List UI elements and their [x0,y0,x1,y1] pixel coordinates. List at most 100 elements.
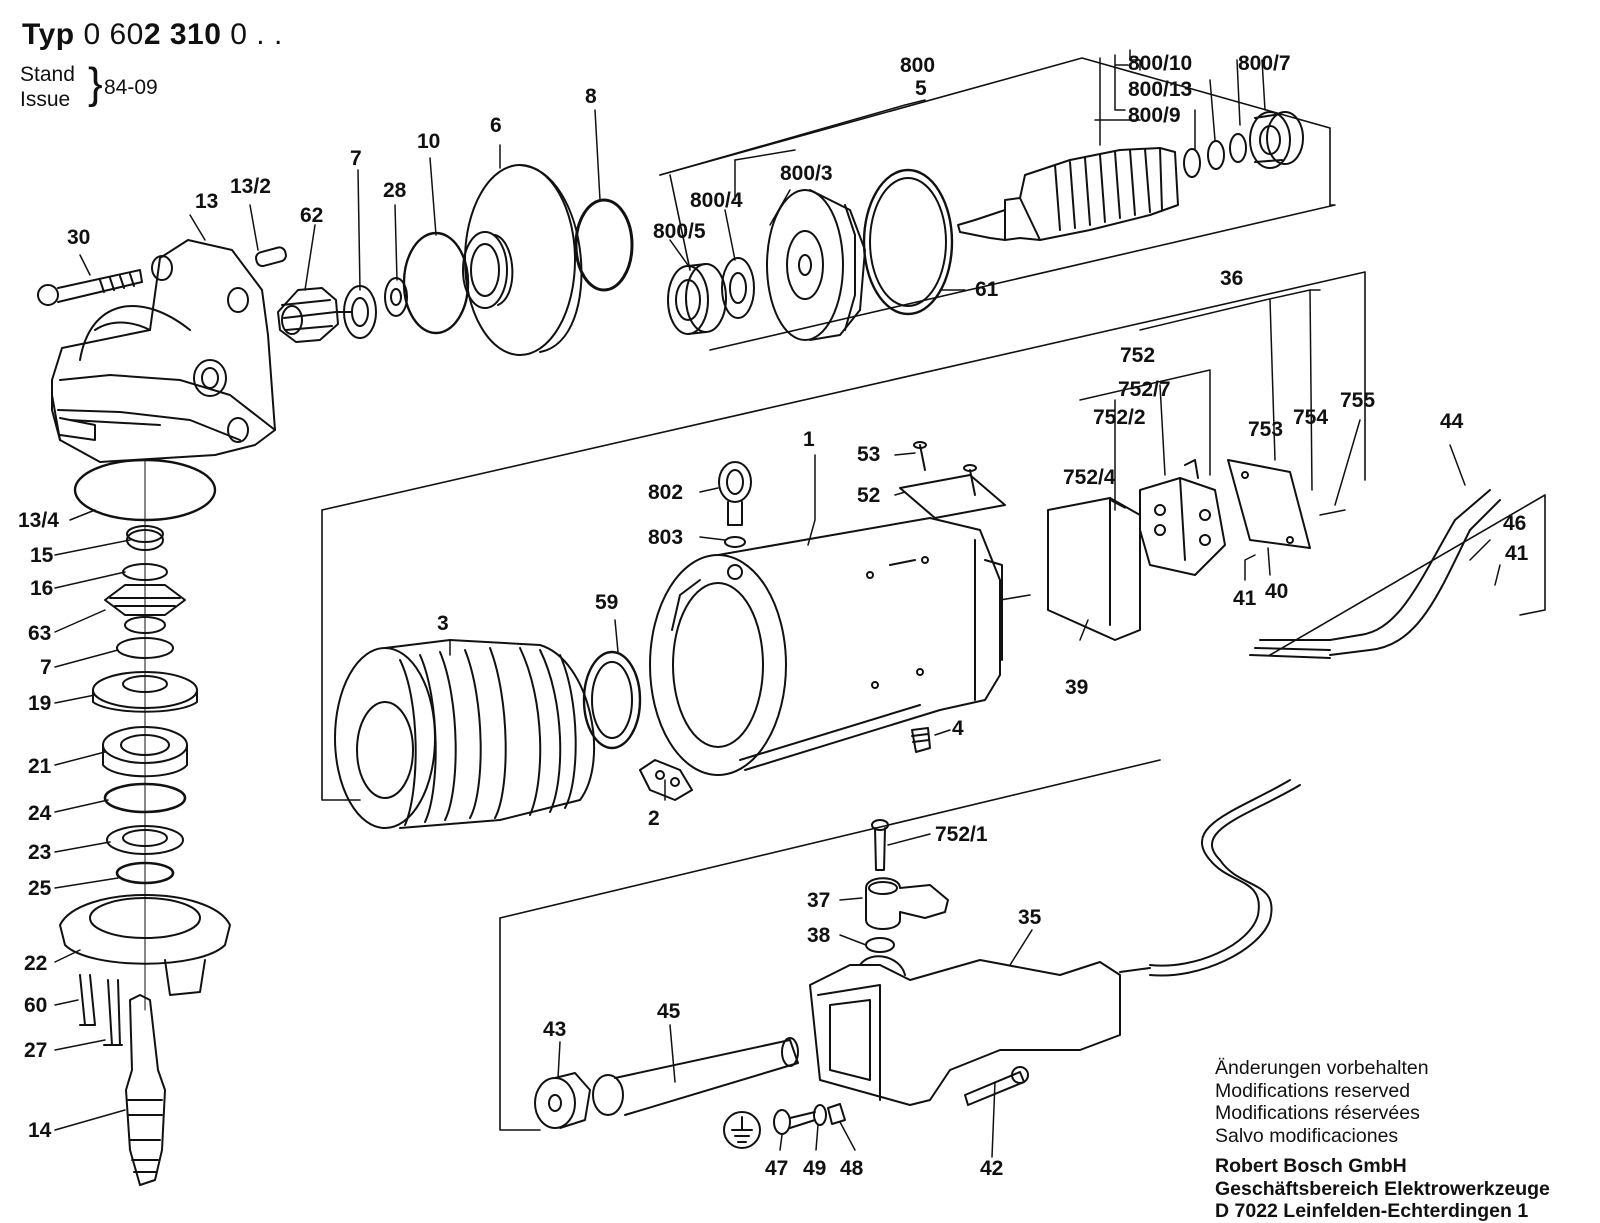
label-45: 45 [657,1000,681,1023]
label-48: 48 [840,1157,864,1180]
label-25: 25 [28,877,52,900]
label-7b: 7 [40,656,52,679]
bearing-800-5 [667,263,727,335]
label-13: 13 [195,190,218,213]
o-ring-10 [402,231,470,335]
label-4: 4 [952,717,964,740]
pinion-62 [277,287,353,343]
screw-30 [37,269,143,306]
ring-59 [582,650,642,750]
bearing-shield-6 [462,164,583,356]
label-28: 28 [383,179,407,202]
label-19: 19 [28,692,51,715]
label-63: 63 [28,622,51,645]
stand-label: Stand [20,63,75,86]
label-52: 52 [857,484,880,507]
armature-group-bracket [659,57,1336,351]
part-labels: 800 5 800/10 800/7 800/13 800/9 800/3 80… [18,52,1529,1180]
air-guide-61 [862,168,954,316]
label-23: 23 [28,841,51,864]
label-800: 800 [900,54,935,77]
label-800-3: 800/3 [780,162,833,185]
label-8: 8 [585,85,597,108]
armature-800 [957,147,1179,241]
left-stack-parts [59,458,231,1186]
label-61: 61 [975,278,999,301]
filter-39 [1047,497,1141,641]
label-14: 14 [28,1119,52,1142]
company-address: D 7022 Leinfelden-Echterdingen 1 [1215,1200,1529,1222]
label-752-2: 752/2 [1093,406,1146,429]
label-16: 16 [30,577,53,600]
leader-lines [54,49,1501,1158]
label-30: 30 [67,226,90,249]
label-752-4: 752/4 [1063,466,1116,489]
issue-date: 84-09 [104,76,158,99]
label-44: 44 [1440,410,1464,433]
type-number-part-b: 2 310 [143,18,222,51]
company-name: Robert Bosch GmbH [1215,1155,1407,1177]
label-752: 752 [1120,344,1155,367]
washer-38 [865,937,895,953]
label-37: 37 [807,889,830,912]
notice-en: Modifications reserved [1215,1079,1411,1102]
label-21: 21 [28,755,52,778]
type-number-part-a: 0 60 [83,18,144,51]
lever-37 [865,877,949,930]
earth-screw-47 [773,1103,846,1135]
gear-housing-13 [51,239,276,463]
label-46: 46 [1503,512,1526,535]
armature-end-parts [1183,111,1304,178]
motor-group-bracket [321,271,1366,801]
notice-es: Salvo modificaciones [1215,1124,1399,1147]
label-40: 40 [1265,580,1288,603]
type-number: Typ 0 602 310 0 . . [22,18,283,52]
label-36: 36 [1220,267,1243,290]
notice-de: Änderungen vorbehalten [1215,1057,1429,1079]
clip-2 [639,759,693,801]
label-7a: 7 [350,147,362,170]
label-753: 753 [1248,418,1283,441]
label-800-4: 800/4 [690,189,743,212]
type-prefix: Typ [22,18,75,51]
label-2: 2 [648,807,660,830]
label-35: 35 [1018,906,1042,929]
label-27: 27 [24,1039,47,1062]
label-13-2: 13/2 [230,175,271,198]
pin-13-2 [255,246,287,268]
label-800-5: 800/5 [653,220,706,243]
issue-label: Issue [20,88,71,111]
label-42: 42 [980,1157,1003,1180]
label-24: 24 [28,802,52,825]
grommet-43 [534,1072,591,1129]
label-59: 59 [595,591,618,614]
label-43: 43 [543,1018,566,1041]
modification-notice: Änderungen vorbehalten Modifications res… [1215,1057,1429,1147]
label-6: 6 [490,114,502,137]
company-block: Robert Bosch GmbH Geschäftsbereich Elekt… [1215,1155,1550,1223]
label-10: 10 [417,130,440,153]
label-800-7: 800/7 [1238,52,1291,75]
mains-cable [1119,779,1301,977]
rating-plate-52 [899,441,1006,519]
motor-housing-1 [649,517,1003,776]
label-53: 53 [857,443,880,466]
label-5: 5 [915,77,927,100]
fan-800-3 [766,189,866,341]
plate-753 [1227,459,1311,549]
label-800-10: 800/10 [1128,52,1192,75]
label-41a: 41 [1233,587,1257,610]
label-15: 15 [30,544,54,567]
washer-28 [384,277,408,317]
label-803: 803 [648,526,683,549]
eye-bolt-802 [718,461,752,548]
label-752-7: 752/7 [1118,378,1171,401]
washer-800-4 [721,257,755,319]
type-number-part-c: 0 . . [230,18,283,51]
label-1: 1 [803,428,815,451]
label-49: 49 [803,1157,826,1180]
label-755: 755 [1340,389,1375,412]
handle-group-bracket [499,494,1546,1131]
label-62: 62 [300,204,323,227]
cable-44 [1249,489,1501,659]
